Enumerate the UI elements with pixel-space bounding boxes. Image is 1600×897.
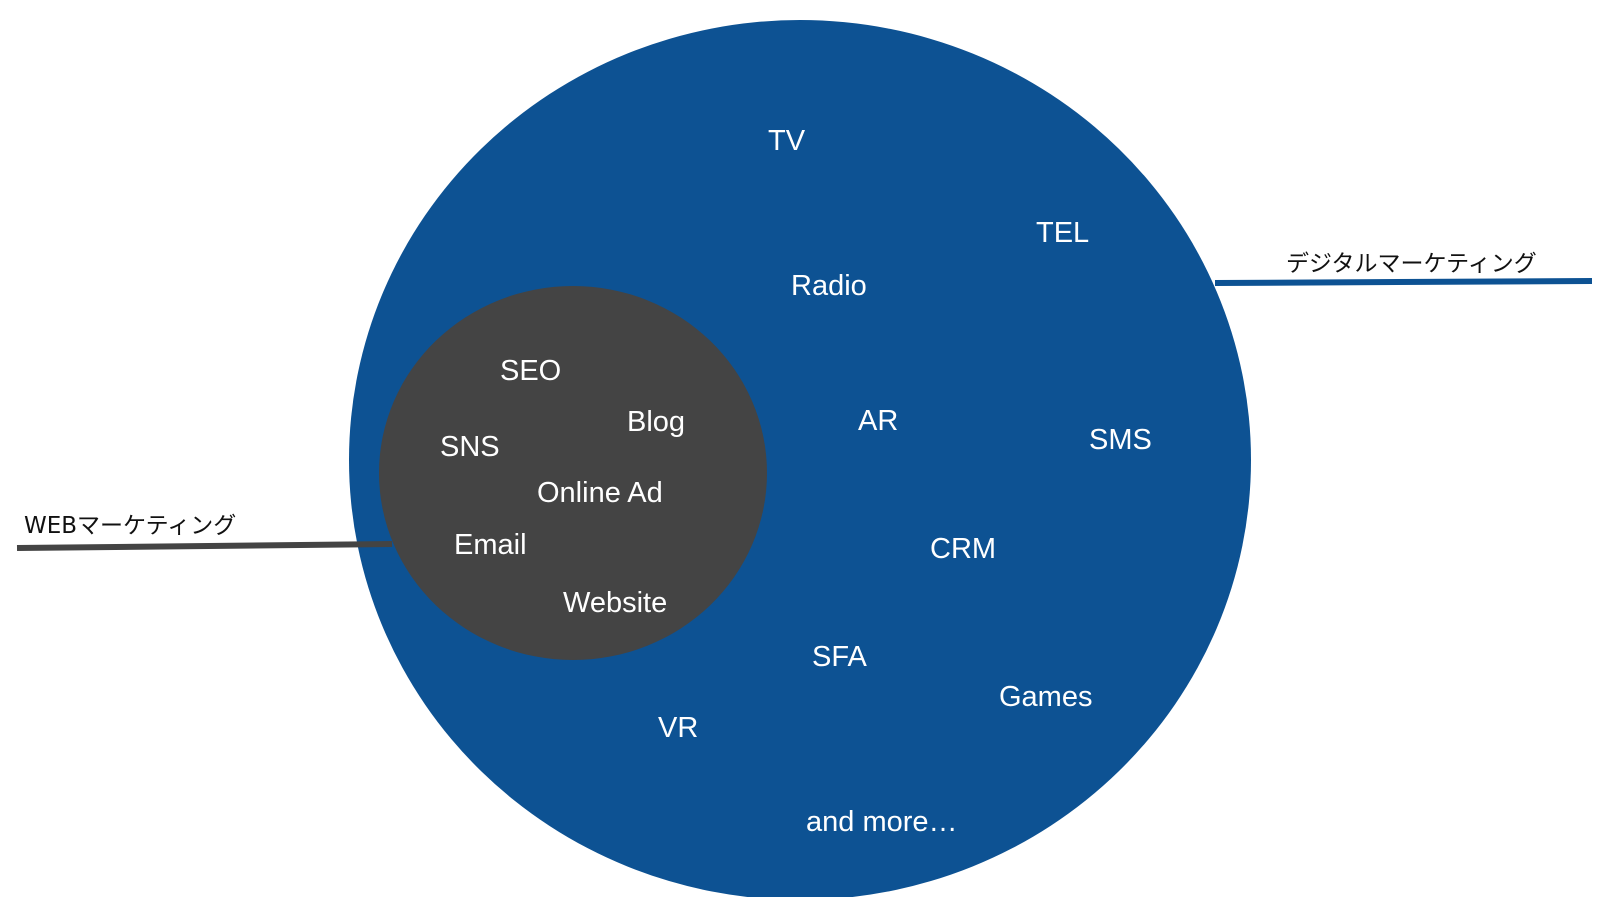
label-sns: SNS [440,431,500,463]
label-crm: CRM [930,533,996,565]
label-sms: SMS [1089,424,1152,456]
digital-marketing-callout-line [1214,278,1593,286]
label-online-ad: Online Ad [537,477,663,509]
label-games: Games [999,681,1092,713]
digital-marketing-circle [349,20,1251,897]
label-blog: Blog [627,406,685,438]
web-marketing-callout-line [16,541,393,551]
web-marketing-circle [379,286,767,660]
label-and-more: and more… [806,806,958,838]
label-website: Website [563,587,667,619]
label-email: Email [454,529,527,561]
label-vr: VR [658,712,698,744]
label-tel: TEL [1036,217,1089,249]
label-seo: SEO [500,355,561,387]
digital-marketing-callout-label: デジタルマーケティング [1286,251,1537,277]
web-marketing-callout-label: WEBマーケティング [24,513,236,539]
label-radio: Radio [791,270,867,302]
label-tv: TV [768,125,806,157]
label-sfa: SFA [812,641,867,673]
label-ar: AR [858,405,898,437]
